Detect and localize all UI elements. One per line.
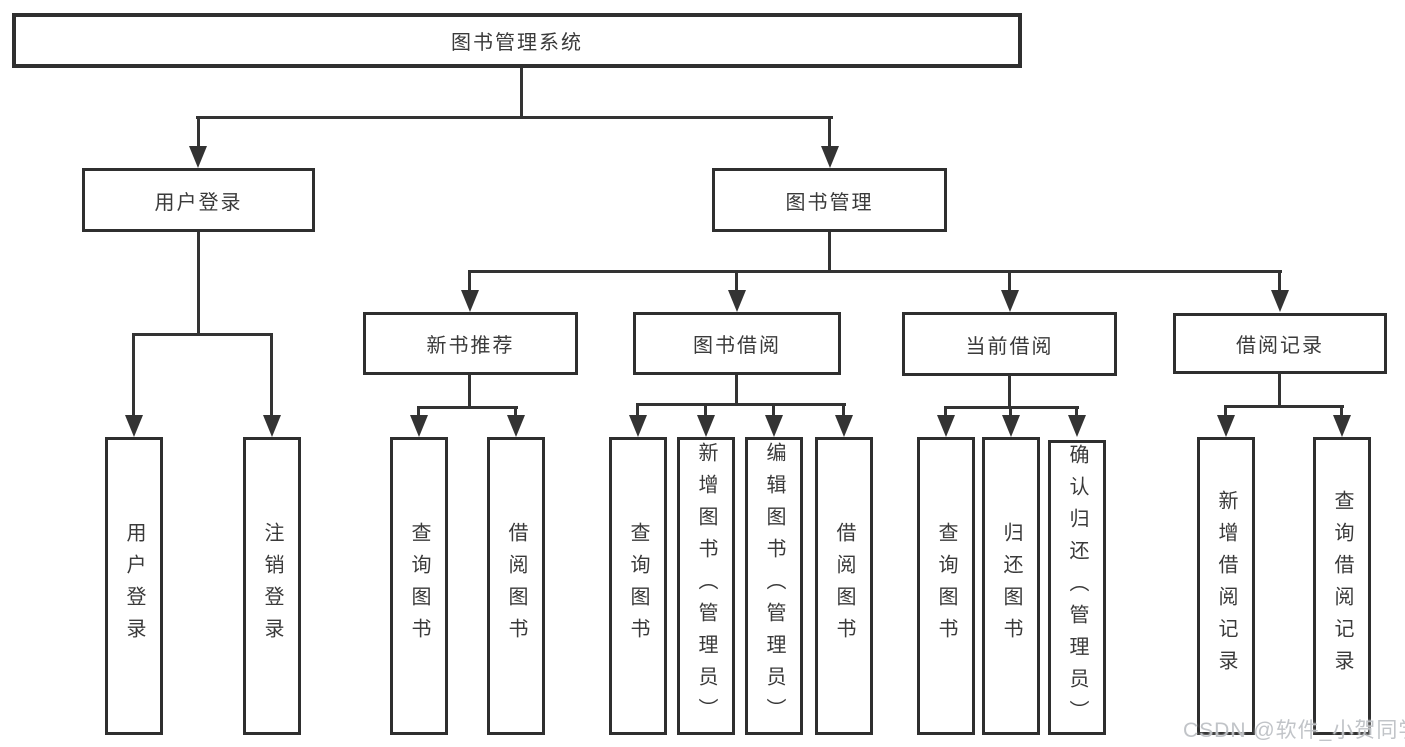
csdn-watermark: CSDN @软件_小贺同学 bbox=[1183, 719, 1405, 742]
connector-user-login-stem bbox=[197, 232, 200, 335]
connector-to-user-login bbox=[197, 118, 200, 148]
leaf-nbr-query-books: 查询图书 bbox=[390, 437, 448, 735]
node-new-book-recommend: 新书推荐 bbox=[363, 312, 578, 375]
arrow-down-icon bbox=[835, 415, 853, 437]
connector-to-leaf-logout bbox=[270, 335, 273, 417]
leaf-cb-query-books: 查询图书 bbox=[917, 437, 975, 735]
node-new-book-recommend-label: 新书推荐 bbox=[426, 335, 515, 357]
connector-to-br-query bbox=[1340, 407, 1343, 417]
connector-nbr-hline bbox=[417, 406, 518, 409]
leaf-cb-return-books-label: 归还图书 bbox=[1000, 522, 1022, 650]
connector-root-hline bbox=[196, 116, 833, 119]
connector-to-cb-query bbox=[944, 408, 947, 417]
leaf-user-login: 用户登录 bbox=[105, 437, 163, 735]
leaf-bb-edit-books: 编辑图书（管理员） bbox=[745, 437, 803, 735]
leaf-logout: 注销登录 bbox=[243, 437, 301, 735]
arrow-down-icon bbox=[461, 290, 479, 312]
node-book-management-label: 图书管理 bbox=[785, 191, 874, 214]
connector-to-book-management bbox=[828, 118, 831, 148]
node-book-borrowing-label: 图书借阅 bbox=[693, 335, 781, 357]
node-root: 图书管理系统 bbox=[12, 13, 1022, 68]
leaf-br-add-record: 新增借阅记录 bbox=[1197, 437, 1255, 735]
connector-bb-hline bbox=[636, 403, 846, 406]
connector-cb-hline bbox=[944, 406, 1079, 409]
arrow-down-icon bbox=[728, 290, 746, 312]
connector-to-br-add bbox=[1224, 407, 1227, 417]
connector-to-new-book-recommend bbox=[468, 272, 471, 292]
node-user-login-label: 用户登录 bbox=[154, 191, 243, 214]
connector-to-bb-add bbox=[704, 405, 707, 417]
arrow-down-icon bbox=[125, 415, 143, 437]
leaf-bb-query-books: 查询图书 bbox=[609, 437, 667, 735]
connector-to-cb-return bbox=[1009, 408, 1012, 417]
node-borrowing-records: 借阅记录 bbox=[1173, 313, 1387, 374]
connector-to-bb-borrow bbox=[842, 405, 845, 417]
arrow-down-icon bbox=[1217, 415, 1235, 437]
node-book-management: 图书管理 bbox=[712, 168, 947, 232]
arrow-down-icon bbox=[937, 415, 955, 437]
arrow-down-icon bbox=[1333, 415, 1351, 437]
connector-to-borrowing-records bbox=[1278, 272, 1281, 292]
leaf-br-query-record-label: 查询借阅记录 bbox=[1331, 490, 1353, 682]
node-book-borrowing: 图书借阅 bbox=[633, 312, 841, 375]
connector-to-cb-confirm bbox=[1075, 408, 1078, 417]
leaf-bb-borrow-books: 借阅图书 bbox=[815, 437, 873, 735]
leaf-nbr-borrow-books-label: 借阅图书 bbox=[505, 522, 527, 650]
leaf-nbr-borrow-books: 借阅图书 bbox=[487, 437, 545, 735]
connector-to-bb-edit bbox=[772, 405, 775, 417]
connector-br-hline bbox=[1224, 405, 1344, 408]
connector-to-nbr-borrow bbox=[514, 408, 517, 418]
node-user-login: 用户登录 bbox=[82, 168, 315, 232]
connector-to-book-borrowing bbox=[735, 272, 738, 292]
node-borrowing-records-label: 借阅记录 bbox=[1236, 335, 1324, 357]
leaf-bb-edit-books-label: 编辑图书（管理员） bbox=[763, 442, 785, 730]
leaf-bb-query-books-label: 查询图书 bbox=[627, 522, 649, 650]
arrow-down-icon bbox=[263, 415, 281, 437]
connector-book-management-hline bbox=[468, 270, 1282, 273]
connector-nbr-stem bbox=[468, 375, 471, 408]
leaf-cb-confirm-return: 确认归还（管理员） bbox=[1048, 440, 1106, 735]
arrow-down-icon bbox=[507, 415, 525, 437]
leaf-user-login-label: 用户登录 bbox=[123, 522, 145, 650]
connector-br-stem bbox=[1278, 373, 1281, 407]
connector-to-nbr-query bbox=[417, 408, 420, 418]
arrow-down-icon bbox=[1271, 290, 1289, 312]
leaf-cb-query-books-label: 查询图书 bbox=[935, 522, 957, 650]
node-root-label: 图书管理系统 bbox=[451, 32, 583, 54]
connector-cb-stem bbox=[1008, 375, 1011, 408]
arrow-down-icon bbox=[629, 415, 647, 437]
leaf-cb-confirm-return-label: 确认归还（管理员） bbox=[1066, 443, 1088, 732]
arrow-down-icon bbox=[1001, 290, 1019, 312]
connector-bb-stem bbox=[735, 375, 738, 405]
arrow-down-icon bbox=[410, 415, 428, 437]
leaf-logout-label: 注销登录 bbox=[261, 522, 283, 650]
leaf-nbr-query-books-label: 查询图书 bbox=[408, 522, 430, 650]
arrow-down-icon bbox=[189, 146, 207, 168]
node-current-borrowing-label: 当前借阅 bbox=[965, 335, 1054, 358]
connector-book-management-stem bbox=[828, 232, 831, 272]
connector-to-current-borrowing bbox=[1008, 272, 1011, 292]
arrow-down-icon bbox=[1068, 415, 1086, 437]
arrow-down-icon bbox=[765, 415, 783, 437]
leaf-br-query-record: 查询借阅记录 bbox=[1313, 437, 1371, 735]
leaf-bb-add-books: 新增图书（管理员） bbox=[677, 437, 735, 735]
arrow-down-icon bbox=[697, 415, 715, 437]
leaf-bb-add-books-label: 新增图书（管理员） bbox=[695, 442, 717, 730]
connector-user-login-hline bbox=[132, 333, 273, 336]
leaf-br-add-record-label: 新增借阅记录 bbox=[1215, 490, 1237, 682]
connector-to-leaf-user-login bbox=[132, 335, 135, 417]
arrow-down-icon bbox=[821, 146, 839, 168]
leaf-cb-return-books: 归还图书 bbox=[982, 437, 1040, 735]
node-current-borrowing: 当前借阅 bbox=[902, 312, 1117, 376]
connector-to-bb-query bbox=[636, 405, 639, 417]
connector-root-stem bbox=[520, 68, 523, 118]
arrow-down-icon bbox=[1002, 415, 1020, 437]
leaf-bb-borrow-books-label: 借阅图书 bbox=[833, 522, 855, 650]
